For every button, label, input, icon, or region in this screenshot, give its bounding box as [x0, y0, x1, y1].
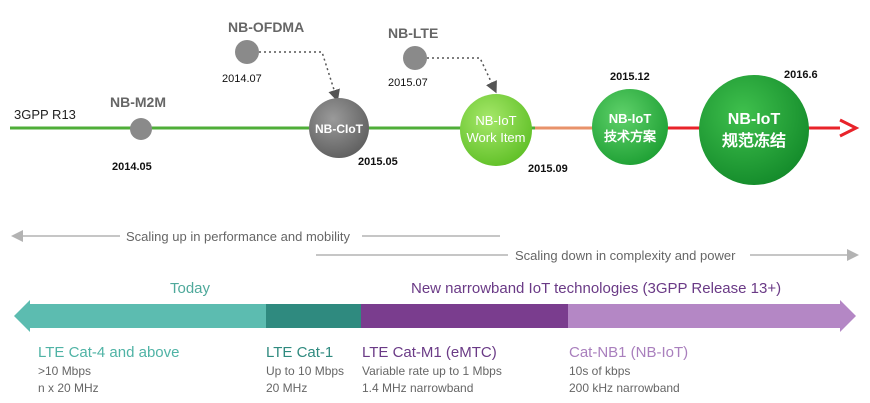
nb-ciot-date: 2015.05 [358, 156, 398, 168]
nb-lte-label: NB-LTE [388, 25, 438, 41]
scaling-arrows: Scaling up in performance and mobility S… [11, 229, 859, 263]
band-catm1 [361, 304, 568, 328]
catnb1-title: Cat-NB1 (NB-IoT) [569, 344, 688, 361]
nb-ciot-label: NB-CIoT [315, 122, 364, 136]
nb-m2m-date: 2014.05 [112, 161, 152, 173]
catm1-line2: 1.4 MHz narrowband [362, 381, 473, 395]
nb-iot-tech-plan-label-1: NB-IoT [609, 111, 652, 126]
today-label: Today [170, 280, 211, 297]
band-cat1 [266, 304, 361, 328]
nb-iot-work-item-label-2: Work Item [467, 130, 526, 145]
cat1-line2: 20 MHz [266, 381, 307, 395]
band-right-arrow [840, 300, 856, 332]
nb-m2m-label: NB-M2M [110, 94, 166, 110]
cat4-title: LTE Cat-4 and above [38, 344, 179, 361]
new-tech-label: New narrowband IoT technologies (3GPP Re… [411, 280, 781, 297]
band-left-arrow [14, 300, 30, 332]
nb-iot-spec-freeze-label-2: 规范冻结 [722, 131, 786, 150]
catnb1-line2: 200 kHz narrowband [569, 381, 680, 395]
nb-iot-tech-plan-label-2: 技术方案 [604, 129, 657, 144]
cat1-title: LTE Cat-1 [266, 344, 333, 361]
nb-ofdma-connector [259, 51, 340, 102]
nb-ofdma-label: NB-OFDMA [228, 19, 304, 35]
scaling-down-text: Scaling down in complexity and power [515, 248, 736, 263]
cat4-line2: n x 20 MHz [38, 381, 99, 395]
nb-iot-tech-plan-circle [592, 89, 668, 165]
nb-lte-date: 2015.07 [388, 77, 428, 89]
timeline: 3GPP R13 NB-M2M 2014.05 NB-OFDMA 2014.07… [10, 19, 860, 185]
nb-iot-work-item-label-1: NB-IoT [475, 113, 516, 128]
nb-iot-spec-freeze-date: 2016.6 [784, 69, 818, 81]
nb-iot-spec-freeze-label-1: NB-IoT [728, 111, 781, 128]
nb-lte-dot [403, 46, 427, 70]
nb-iot-tech-plan-date: 2015.12 [610, 71, 650, 83]
timeline-start-label: 3GPP R13 [14, 107, 76, 122]
nb-iot-work-item-date: 2015.09 [528, 163, 568, 175]
nb-m2m-dot [130, 118, 152, 140]
band-cat4 [30, 304, 266, 328]
scaling-up-text: Scaling up in performance and mobility [126, 229, 351, 244]
spectrum-band: Today New narrowband IoT technologies (3… [14, 280, 856, 395]
nb-ofdma-date: 2014.07 [222, 73, 262, 85]
cat1-line1: Up to 10 Mbps [266, 364, 344, 378]
timeline-arrowhead [839, 118, 860, 138]
nb-lte-connector [427, 57, 497, 94]
band-catnb1 [568, 304, 840, 328]
nb-iot-work-item-circle [460, 94, 532, 166]
nb-ofdma-dot [235, 40, 259, 64]
catm1-line1: Variable rate up to 1 Mbps [362, 364, 502, 378]
catnb1-line1: 10s of kbps [569, 364, 630, 378]
cat4-line1: >10 Mbps [38, 364, 91, 378]
nb-iot-spec-freeze-circle [699, 75, 809, 185]
nb-ciot-circle [309, 98, 369, 158]
catm1-title: LTE Cat-M1 (eMTC) [362, 344, 497, 361]
